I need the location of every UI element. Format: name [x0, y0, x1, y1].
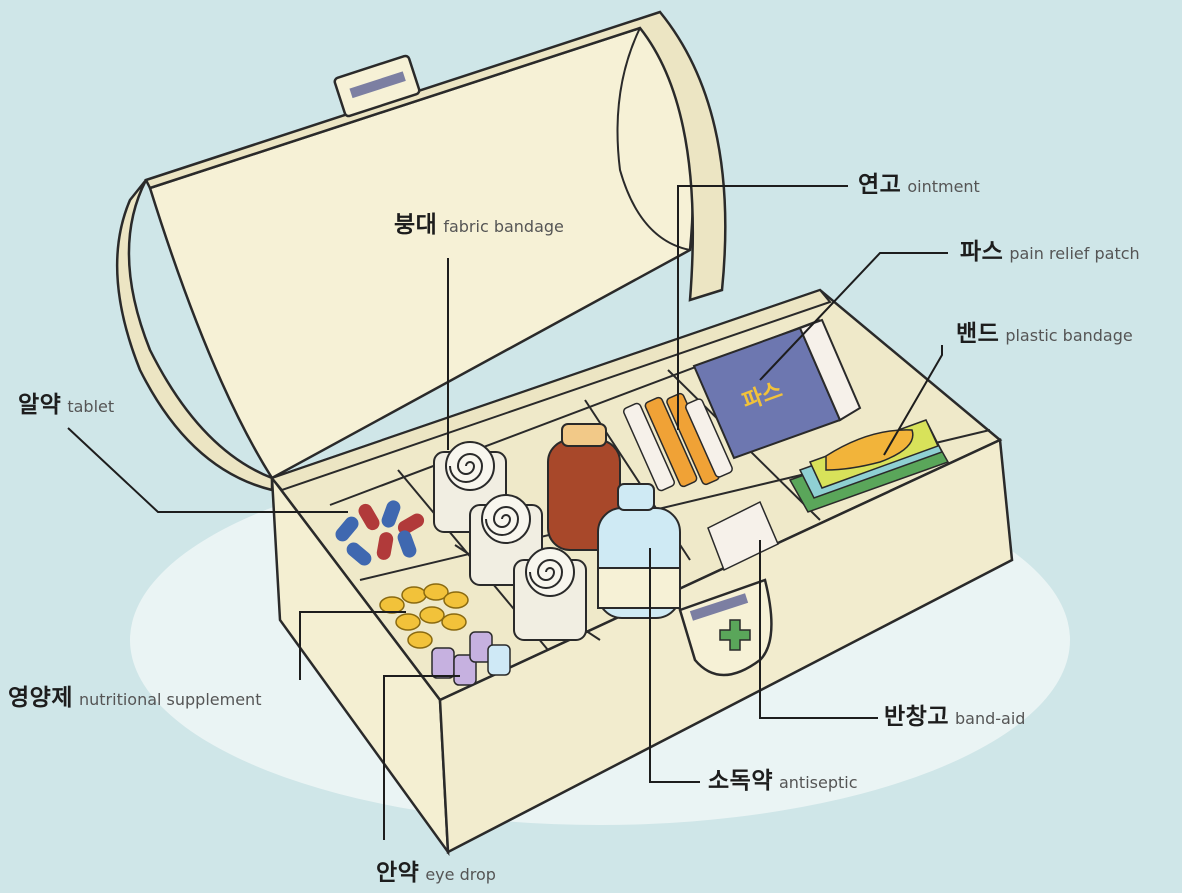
label-fabric-bandage-ko: 붕대	[394, 212, 438, 238]
ointment-tubes	[623, 392, 733, 492]
cross-icon	[719, 619, 751, 651]
label-tablet: 알약 tablet	[18, 394, 114, 417]
label-ointment-en: ointment	[907, 177, 980, 196]
label-plastic-bandage: 밴드 plastic bandage	[956, 323, 1133, 346]
leader-lines	[67, 185, 948, 840]
label-eye-drop: 안약 eye drop	[376, 862, 496, 885]
label-band-aid-ko: 반창고	[884, 704, 949, 730]
antiseptic-bottle	[597, 483, 681, 619]
leader-line-antiseptic	[649, 548, 700, 783]
label-tablet-ko: 알약	[18, 392, 62, 418]
label-plastic-bandage-en: plastic bandage	[1005, 326, 1133, 345]
label-antiseptic: 소독약 antiseptic	[708, 770, 858, 793]
leader-line-band-aid	[759, 540, 878, 719]
leader-line-supplement	[299, 611, 406, 680]
leader-line-tablet	[67, 427, 348, 513]
lid-inner-curve	[616, 27, 691, 251]
label-nutritional-supplement-en: nutritional supplement	[78, 690, 262, 709]
label-pain-relief-patch: 파스 pain relief patch	[960, 241, 1140, 264]
label-ointment-ko: 연고	[858, 172, 902, 198]
label-nutritional-supplement-ko: 영양제	[8, 685, 73, 711]
leader-line-ointment	[677, 185, 848, 430]
label-eye-drop-en: eye drop	[425, 865, 496, 884]
label-band-aid-en: band-aid	[954, 709, 1026, 728]
label-tablet-en: tablet	[67, 397, 115, 416]
plastic-bandage-pack	[788, 419, 950, 513]
label-fabric-bandage-en: fabric bandage	[443, 217, 564, 236]
label-pain-relief-patch-en: pain relief patch	[1009, 244, 1140, 263]
front-latch-slot	[689, 593, 749, 621]
band-aid-square	[707, 500, 779, 572]
bandage-rolls	[433, 441, 587, 641]
lid-latch-slot	[349, 71, 406, 99]
label-band-aid: 반창고 band-aid	[884, 706, 1025, 729]
leader-line-eye-drop	[383, 675, 460, 840]
label-fabric-bandage: 붕대 fabric bandage	[394, 214, 564, 237]
eye-drop-bottles	[431, 631, 511, 686]
label-ointment: 연고 ointment	[858, 174, 980, 197]
patch-box	[692, 318, 862, 460]
label-nutritional-supplement: 영양제 nutritional supplement	[8, 687, 261, 710]
leader-line-patch	[759, 252, 948, 381]
box-top-rim	[270, 288, 832, 492]
tablet-pills	[335, 500, 425, 566]
label-antiseptic-ko: 소독약	[708, 768, 773, 794]
label-antiseptic-en: antiseptic	[778, 773, 858, 792]
label-pain-relief-patch-ko: 파스	[960, 239, 1004, 265]
lid-top-edge	[144, 10, 727, 302]
leader-line-plastic-bandage	[883, 345, 943, 456]
label-eye-drop-ko: 안약	[376, 860, 420, 886]
label-plastic-bandage-ko: 밴드	[956, 321, 1000, 347]
